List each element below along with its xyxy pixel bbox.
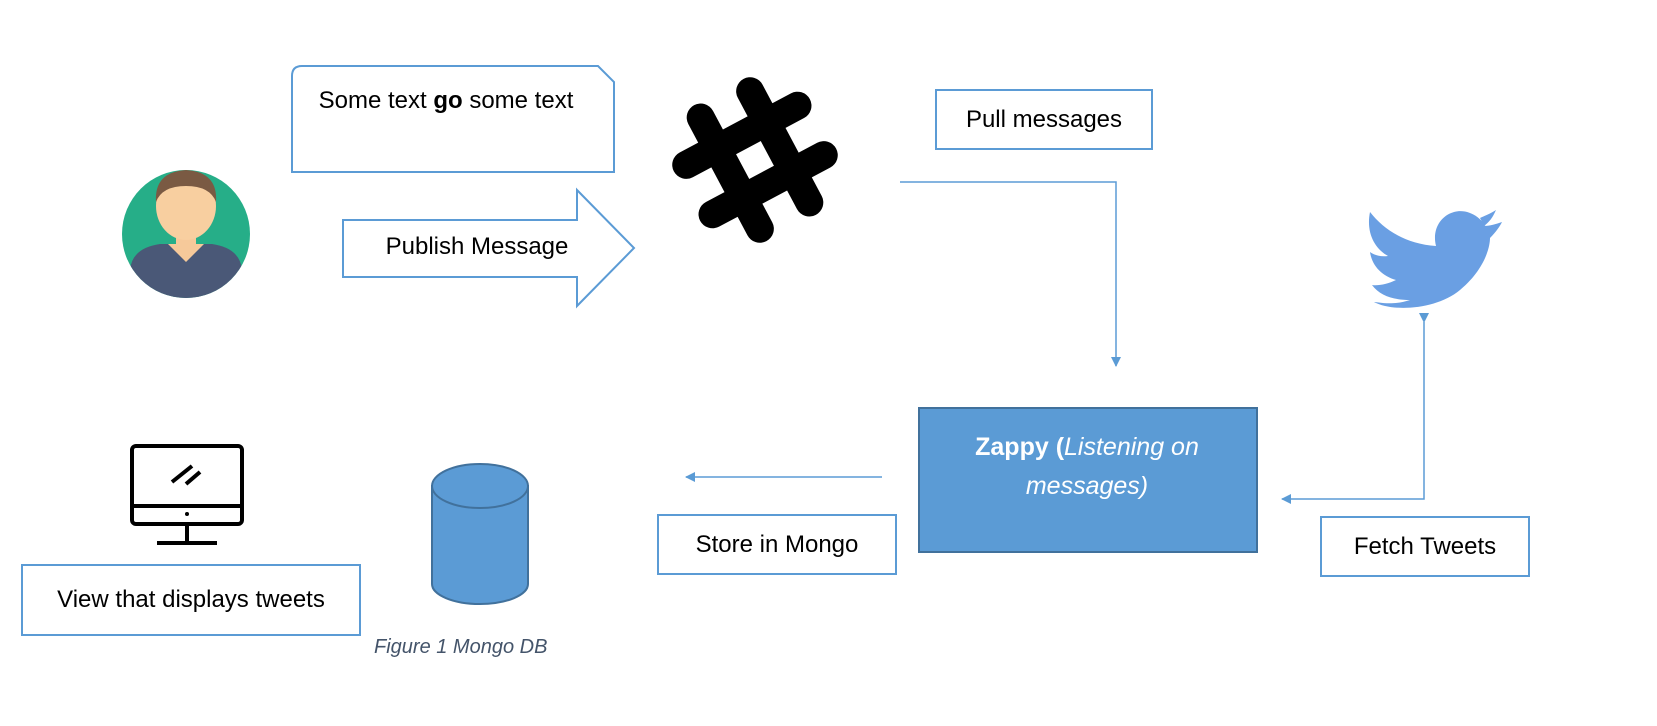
pull-connector: [900, 181, 1121, 367]
zappy-label: Zappy (Listening on messages): [918, 428, 1256, 506]
pull-messages-label: Pull messages: [935, 89, 1153, 150]
zappy-name: Zappy (: [975, 433, 1065, 461]
publish-message-label: Publish Message: [385, 233, 569, 260]
fetch-tweets-label: Fetch Tweets: [1320, 516, 1530, 577]
database-cylinder-icon: [431, 463, 529, 605]
fetch-connector: [1281, 313, 1429, 504]
store-in-mongo-label: Store in Mongo: [657, 514, 897, 575]
publish-arrow-shape: [342, 187, 636, 309]
callout-text-after: some text: [462, 87, 574, 114]
callout-text-before: Some text: [318, 87, 434, 114]
message-callout-shape: [291, 65, 615, 173]
view-displays-tweets-label: View that displays tweets: [21, 564, 361, 636]
message-callout: Some text go some text: [296, 82, 596, 119]
twitter-bird-icon: [1368, 210, 1502, 308]
figure-caption: Figure 1 Mongo DB: [374, 636, 548, 658]
monitor-icon: [130, 444, 244, 545]
zappy-service-box: [918, 407, 1258, 553]
callout-text-bold: go: [433, 87, 463, 114]
zappy-detail: Listening on messages): [1025, 433, 1199, 500]
user-avatar-icon: [122, 170, 250, 298]
slack-icon: [672, 77, 838, 243]
